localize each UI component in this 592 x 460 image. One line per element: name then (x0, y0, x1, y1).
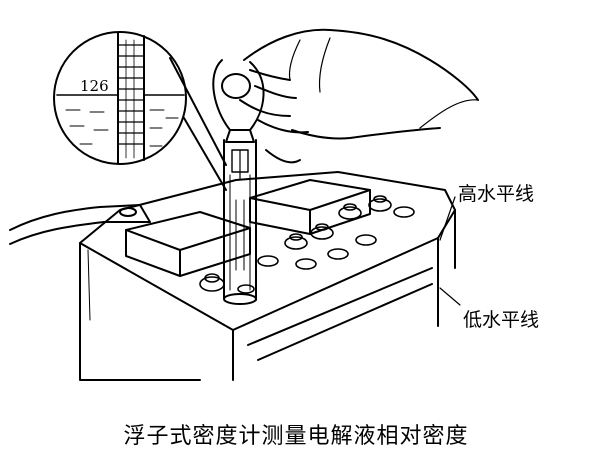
hydrometer (212, 59, 265, 305)
battery-body (79, 171, 456, 381)
scale-reading: 126 (80, 77, 109, 95)
level-leader-lines (439, 196, 461, 306)
cable-left (9, 204, 151, 245)
figure-caption: 浮子式密度计测量电解液相对密度 (123, 424, 469, 449)
high-level-label: 高水平线 (458, 183, 535, 205)
cell-caps (125, 179, 371, 277)
hand (239, 28, 479, 164)
vent-plugs (199, 195, 415, 294)
magnifier-inset (53, 31, 227, 191)
low-level-label: 低水平线 (463, 309, 540, 331)
